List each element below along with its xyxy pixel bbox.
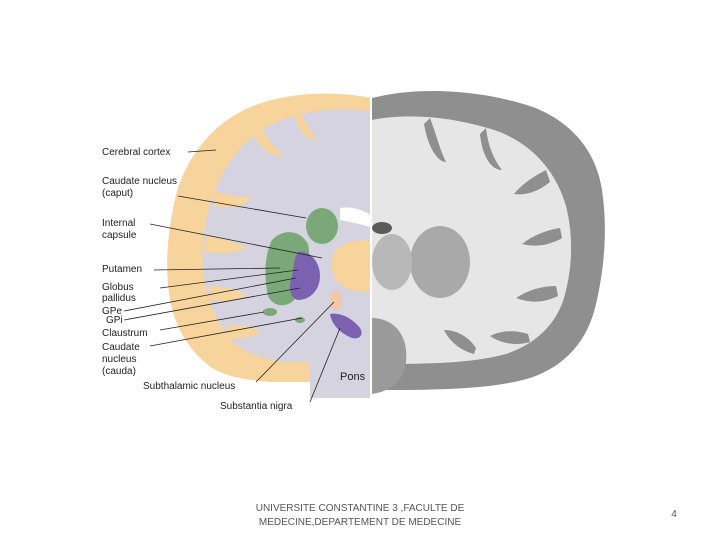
caudate-nucleus-tail [295,317,305,323]
photograph-half [370,88,610,398]
lateral-ventricle [340,207,372,228]
label-cerebral-cortex: Cerebral cortex [102,147,170,158]
label-caudate-caput-line2: (caput) [102,188,133,199]
label-claustrum: Claustrum [102,328,148,339]
footer-institution-line1: UNIVERSITE CONSTANTINE 3 ,FACULTE DE [255,503,465,514]
label-globus-pallidus-line2: pallidus [102,293,136,304]
photo-ventricle [372,222,392,234]
schematic-half [167,93,372,398]
footer-institution: UNIVERSITE CONSTANTINE 3 ,FACULTE DE MED… [240,502,480,530]
footer-institution-line2: MEDECINE,DEPARTEMENT DE MEDECINE [258,517,462,528]
label-caudate-cauda-line1: Caudate [102,342,140,353]
label-substantia-nigra: Substantia nigra [220,401,293,412]
claustrum-region [263,308,277,316]
photo-brainstem [372,318,407,394]
label-caudate-cauda-line2: nucleus [102,354,136,365]
globus-pallidus-region [290,251,320,300]
structure-labels: Cerebral cortex Caudate nucleus (caput) … [102,147,366,412]
subthalamic-nucleus-region [330,290,342,310]
label-subthalamic-nucleus: Subthalamic nucleus [143,381,235,392]
label-caudate-cauda-line3: (cauda) [102,366,136,377]
thalamus [331,240,372,292]
label-pons: Pons [340,371,366,383]
label-gpi: GPi [106,315,123,326]
label-internal-capsule-line2: capsule [102,230,137,241]
label-putamen: Putamen [102,264,142,275]
photo-gyri-folds [424,118,562,354]
label-globus-pallidus-line1: Globus [102,282,134,293]
substantia-nigra-region [330,313,362,339]
leader-lines [123,149,341,403]
photo-thalamus [372,234,412,290]
label-caudate-caput-line1: Caudate nucleus [102,176,177,187]
photo-basal-ganglia [410,226,470,298]
photo-white-matter [372,116,572,364]
caudate-nucleus-head [306,208,338,244]
label-gpe: GPe [102,306,122,317]
page-number: 4 [671,509,677,520]
cortex-sulci [204,112,318,339]
label-internal-capsule-line1: Internal [102,218,135,229]
